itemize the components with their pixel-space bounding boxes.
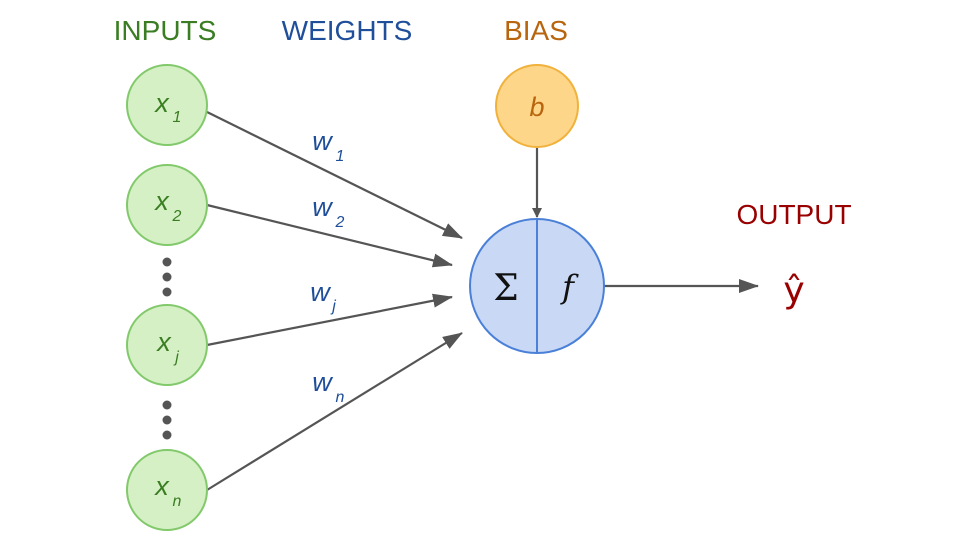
bias-header: BIAS <box>504 15 568 46</box>
input-subscript: j <box>173 349 179 366</box>
arrow-xn-to-neuron <box>206 332 463 491</box>
neuron-node: Σ f <box>469 218 605 354</box>
weight-label-wj: w j <box>310 277 336 315</box>
ellipsis-dots-upper <box>162 257 172 297</box>
input-subscript: n <box>173 493 182 510</box>
weight-symbol: w <box>312 367 333 397</box>
input-symbol: x <box>153 186 170 216</box>
weight-symbol: w <box>310 277 331 307</box>
input-symbol: x <box>153 88 170 118</box>
inputs-header: INPUTS <box>114 15 217 46</box>
input-symbol: x <box>155 327 172 357</box>
output-symbol: ŷ <box>783 270 804 311</box>
input-node-x1: x 1 <box>126 64 208 146</box>
weight-label-wn: w n <box>312 367 344 406</box>
weight-subscript: 1 <box>336 148 345 165</box>
bias-node: b <box>495 64 579 148</box>
weight-label-w1: w 1 <box>312 126 344 165</box>
input-node-xn: x n <box>126 449 208 531</box>
weight-symbol: w <box>312 192 333 222</box>
arrow-x2-to-neuron <box>206 203 453 268</box>
output-header: OUTPUT <box>736 199 851 230</box>
weights-header: WEIGHTS <box>282 15 413 46</box>
arrow-xj-to-neuron <box>206 293 453 347</box>
weight-label-w2: w 2 <box>312 192 344 231</box>
weight-subscript: 2 <box>335 214 345 231</box>
input-node-xj: x j <box>126 304 208 386</box>
weight-subscript: n <box>336 389 345 406</box>
weight-subscript: j <box>330 298 336 315</box>
input-node-x2: x 2 <box>126 164 208 246</box>
weight-symbol: w <box>312 126 333 156</box>
summation-symbol: Σ <box>493 268 518 309</box>
arrow-x1-to-neuron <box>206 111 463 239</box>
ellipsis-dots-lower <box>162 400 172 440</box>
bias-symbol: b <box>529 92 544 122</box>
input-subscript: 1 <box>173 109 182 126</box>
input-subscript: 2 <box>172 208 182 225</box>
input-symbol: x <box>153 471 170 501</box>
